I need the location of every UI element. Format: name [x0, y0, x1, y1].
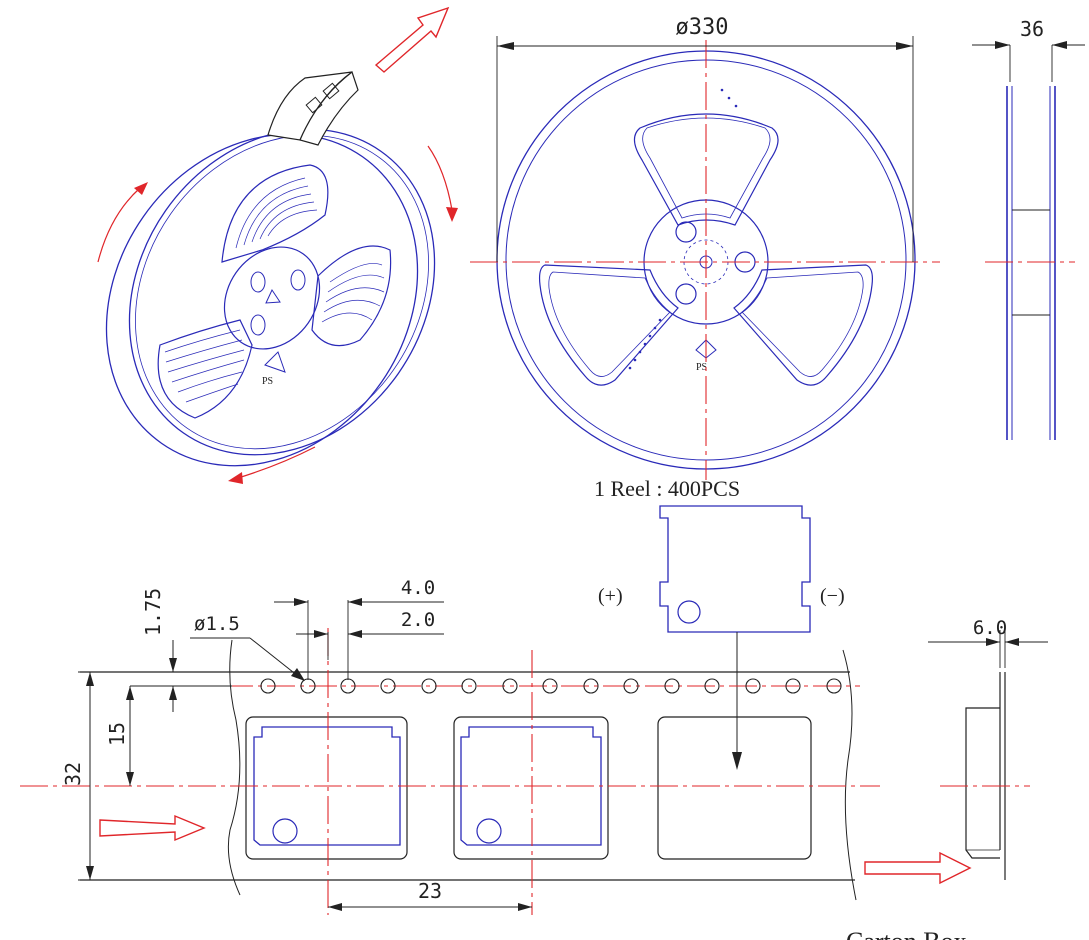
dim-pocket-pitch-label: 23: [418, 879, 442, 903]
dim-sprocket-offset-label: 1.75: [141, 588, 165, 636]
dim-tape-depth-label: 6.0: [973, 617, 1007, 639]
polarity-minus-label: (−): [820, 585, 845, 607]
recycle-mark-text: PS: [262, 376, 273, 387]
dim-sprocket-hole-label: ø1.5: [194, 613, 240, 635]
carton-box-label: Carton Box: [846, 927, 967, 940]
recycle-mark-front-text: PS: [696, 362, 707, 373]
reel-diameter-label: ø330: [676, 15, 729, 40]
reel-front-view: PS ø330: [470, 15, 940, 480]
polarity-plus-label: (+): [598, 585, 623, 607]
component-detail: (+) (−): [598, 505, 845, 770]
dim-pocket-offset-label: 2.0: [401, 609, 435, 631]
reel-perspective-view: PS: [97, 6, 458, 484]
dim-tape-width-label: 32: [61, 762, 85, 786]
tape-side-view: 6.0: [928, 617, 1048, 880]
dim-hole-pitch-label: 4.0: [401, 577, 435, 599]
carrier-tape-view: 1.75 ø1.5 4.0 2.0 15 32: [20, 577, 972, 915]
reel-width-label: 36: [1020, 17, 1044, 41]
reel-side-view: 36: [972, 17, 1085, 440]
dim-pocket-y-label: 15: [105, 722, 129, 746]
reel-quantity-label: 1 Reel : 400PCS: [594, 476, 740, 501]
